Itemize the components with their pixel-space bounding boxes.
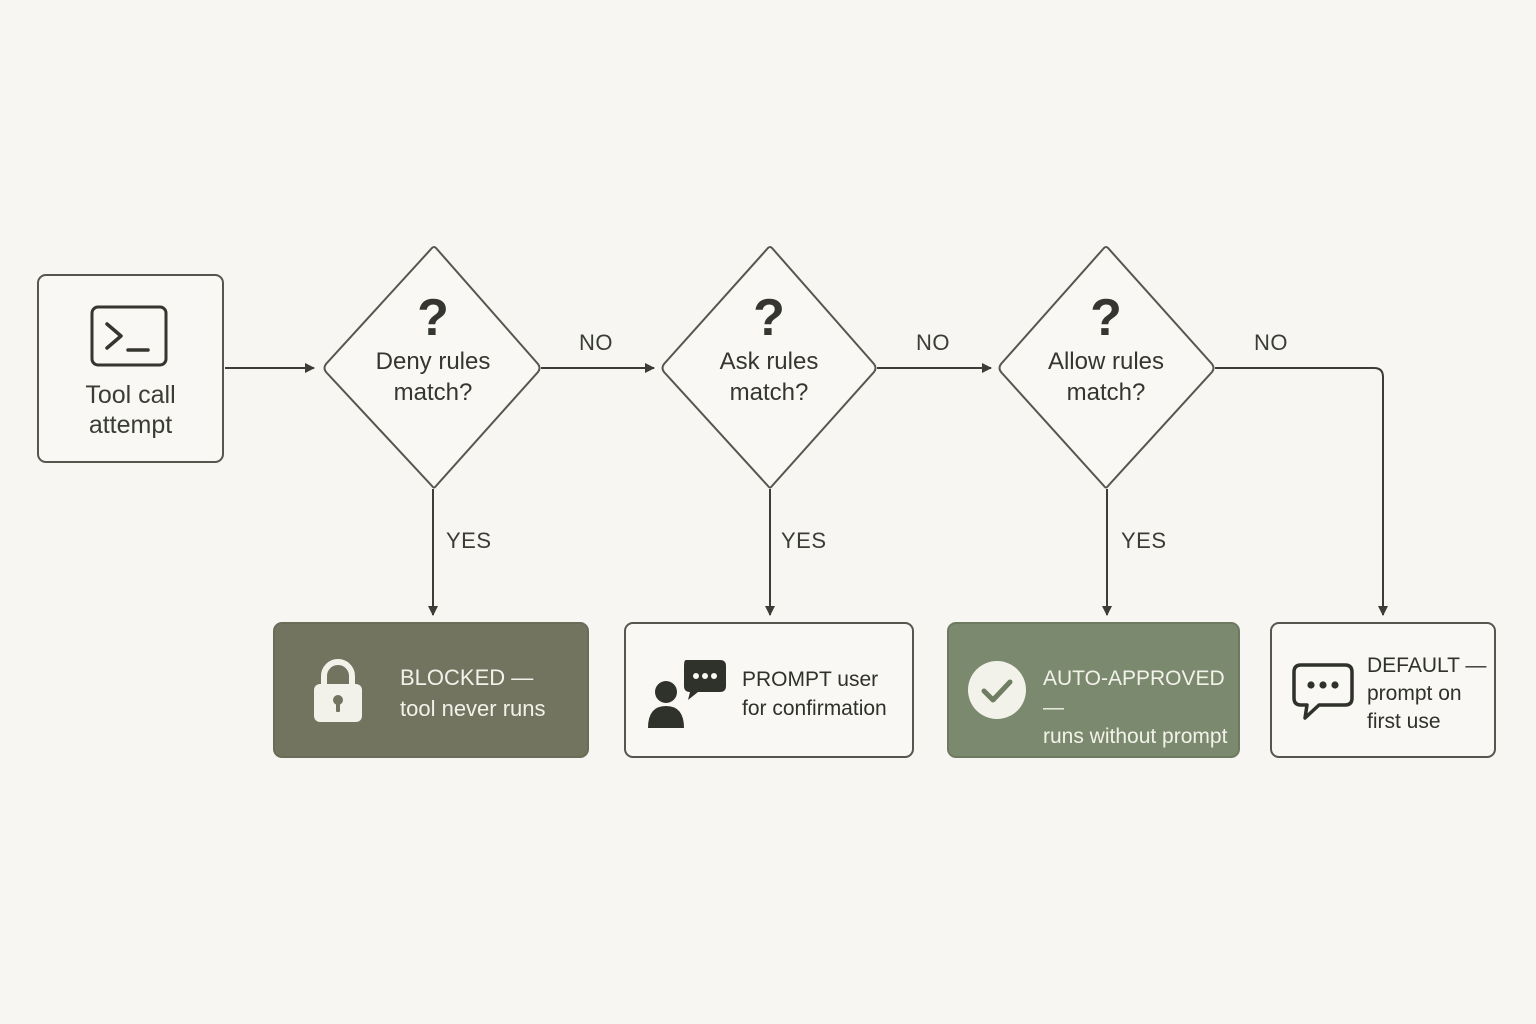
outcome-text: AUTO-APPROVED — runs without prompt [1043, 664, 1238, 751]
start-node: Tool call attempt [37, 274, 224, 463]
terminal-icon [90, 305, 168, 367]
decision-label: Allow rules match? [1047, 348, 1165, 406]
lock-icon [314, 659, 362, 722]
outcome-prompt-user: PROMPT user for confirmation [624, 622, 914, 758]
start-label: Tool call attempt [85, 381, 176, 439]
outcome-description: prompt on first use [1367, 682, 1462, 733]
decision-diamond-allow [998, 246, 1215, 489]
outcome-title: PROMPT user [742, 668, 879, 691]
edge-label-no: NO [916, 330, 950, 355]
outcome-title: BLOCKED — [400, 665, 534, 690]
outcome-default: DEFAULT — prompt on first use [1270, 622, 1496, 758]
outcome-blocked: BLOCKED — tool never runs [273, 622, 589, 758]
edge-label-no: NO [579, 330, 613, 355]
outcome-text: DEFAULT — prompt on first use [1367, 652, 1486, 736]
outcome-description: runs without prompt [1043, 725, 1228, 748]
edge-label-yes: YES [781, 528, 827, 553]
decision-diamond-deny [323, 246, 541, 489]
outcome-title: AUTO-APPROVED — [1043, 667, 1225, 719]
checkmark-icon [968, 661, 1026, 719]
edge-label-yes: YES [446, 528, 492, 553]
decision-label: Ask rules match? [719, 348, 819, 406]
question-mark-icon: ? [417, 289, 449, 347]
outcome-description: tool never runs [400, 696, 546, 721]
outcome-text: PROMPT user for confirmation [742, 665, 887, 723]
outcome-text: BLOCKED — tool never runs [400, 662, 546, 724]
edge-label-no: NO [1254, 330, 1288, 355]
question-mark-icon: ? [1090, 289, 1122, 347]
user-chat-icon [648, 660, 726, 728]
decision-ask: ? Ask rules match? [688, 290, 850, 408]
decision-diamond-ask [661, 246, 877, 489]
decision-deny: ? Deny rules match? [352, 290, 514, 408]
outcome-auto-approved: AUTO-APPROVED — runs without prompt [947, 622, 1240, 758]
decision-allow: ? Allow rules match? [1025, 290, 1187, 408]
outcome-title: DEFAULT — [1367, 654, 1487, 677]
edge-label-yes: YES [1121, 528, 1167, 553]
decision-label: Deny rules match? [375, 348, 491, 406]
question-mark-icon: ? [753, 289, 785, 347]
arrow-allow-no [1215, 367, 1388, 616]
outcome-description: for confirmation [742, 697, 887, 720]
chat-bubble-icon [1292, 663, 1354, 720]
